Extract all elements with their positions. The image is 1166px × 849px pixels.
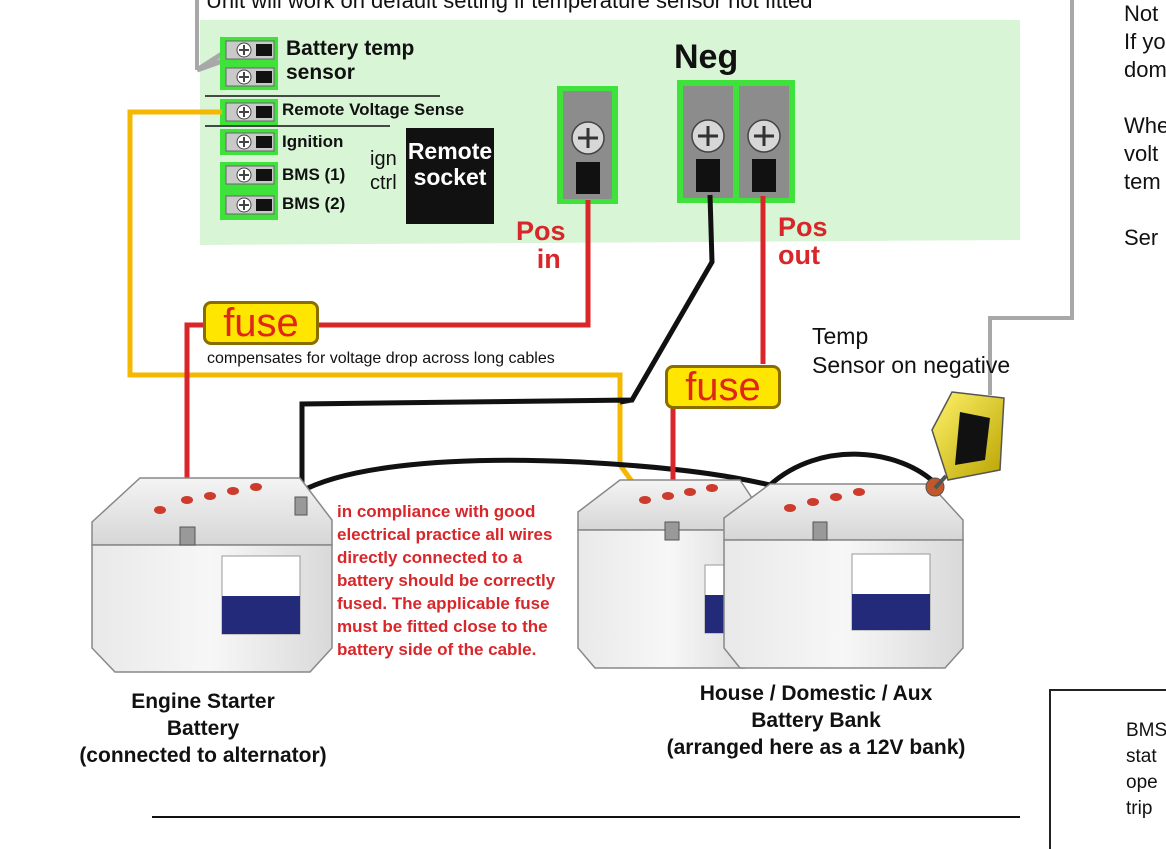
- pos-in-terminal: [557, 86, 618, 204]
- engine-line3: (connected to alternator): [79, 744, 327, 767]
- temp-sensor-wire: [988, 0, 1074, 395]
- default-setting-note: Unit will work on default setting if tem…: [206, 0, 813, 13]
- side-note-line: trip: [1126, 798, 1153, 819]
- pos-in-line1: Pos: [516, 216, 566, 246]
- house-battery-caption: House / Domestic / Aux Battery Bank (arr…: [636, 680, 996, 761]
- side-note-line: ope: [1126, 772, 1158, 793]
- neg-label: Neg: [674, 38, 739, 76]
- side-note-line: If yo: [1124, 29, 1166, 54]
- remote-socket[interactable]: Remote socket: [406, 128, 494, 224]
- fuse-pos-in: fuse: [203, 301, 319, 345]
- pos-in-label: Pos in: [516, 217, 566, 273]
- sensor-label: sensor: [286, 61, 355, 84]
- remote-socket-line2: socket: [413, 164, 487, 190]
- temp-line2: Sensor on negative: [812, 352, 1011, 378]
- engine-pos-wire: [184, 322, 205, 535]
- neg-terminal: [677, 80, 795, 203]
- house-line2: Battery Bank: [751, 709, 881, 732]
- ign-label: ign: [370, 148, 397, 170]
- side-note-line: dom: [1124, 57, 1166, 82]
- pos-out-line1: Pos: [778, 212, 828, 242]
- house-line1: House / Domestic / Aux: [699, 682, 933, 705]
- compliance-note: in compliance with good electrical pract…: [337, 502, 556, 659]
- pos-out-label: Pos out: [778, 213, 828, 269]
- bms2-label: BMS (2): [282, 194, 346, 213]
- ctrl-label: ctrl: [370, 172, 397, 194]
- engine-line1: Engine Starter: [131, 690, 275, 713]
- compensates-note: compensates for voltage drop across long…: [207, 350, 555, 367]
- side-note-line: volt: [1124, 141, 1159, 166]
- pos-in-line2: in: [536, 244, 561, 274]
- side-note-line: tem: [1124, 169, 1161, 194]
- side-note-line: BMS: [1126, 720, 1166, 741]
- fuse-pos-out: fuse: [665, 365, 781, 409]
- bms1-label: BMS (1): [282, 165, 346, 184]
- neg-wire: [299, 194, 715, 420]
- house-neg-wire: [768, 451, 939, 487]
- neg-link-wire: [298, 457, 791, 495]
- remote-sense-wire: [127, 109, 663, 522]
- bms-box-frame: [1049, 689, 1166, 849]
- temp-line1: Temp: [812, 323, 869, 349]
- engine-line2: Battery: [166, 717, 240, 740]
- side-note-line: [1124, 84, 1166, 112]
- remote-voltage-sense-label: Remote Voltage Sense: [282, 100, 465, 119]
- terminal-block: [205, 37, 440, 220]
- pos-in-wire: [315, 200, 591, 328]
- engine-battery-caption: Engine Starter Battery (connected to alt…: [56, 688, 350, 769]
- side-notes-bottom: BMS stat ope trip: [1126, 718, 1166, 822]
- house-battery-b-graphic: [723, 477, 964, 669]
- ignition-label: Ignition: [282, 132, 344, 151]
- side-note-line: Not: [1124, 1, 1159, 26]
- remote-socket-line1: Remote: [407, 138, 493, 164]
- battery-temp-label: Battery temp: [286, 37, 415, 60]
- side-note-line: Ser: [1124, 225, 1159, 250]
- temp-sensor-note: Temp Sensor on negative: [812, 322, 1010, 380]
- side-note-line: stat: [1126, 746, 1157, 767]
- side-notes-top: Not If yo dom Whe volt tem Ser: [1124, 0, 1166, 252]
- side-note-line: [1124, 196, 1166, 224]
- engine-battery-graphic: [91, 477, 333, 673]
- temp-sensor-clamp: [931, 391, 1005, 490]
- pos-out-line2: out: [778, 240, 820, 270]
- house-line3: (arranged here as a 12V bank): [666, 736, 966, 759]
- side-note-line: Whe: [1124, 113, 1166, 138]
